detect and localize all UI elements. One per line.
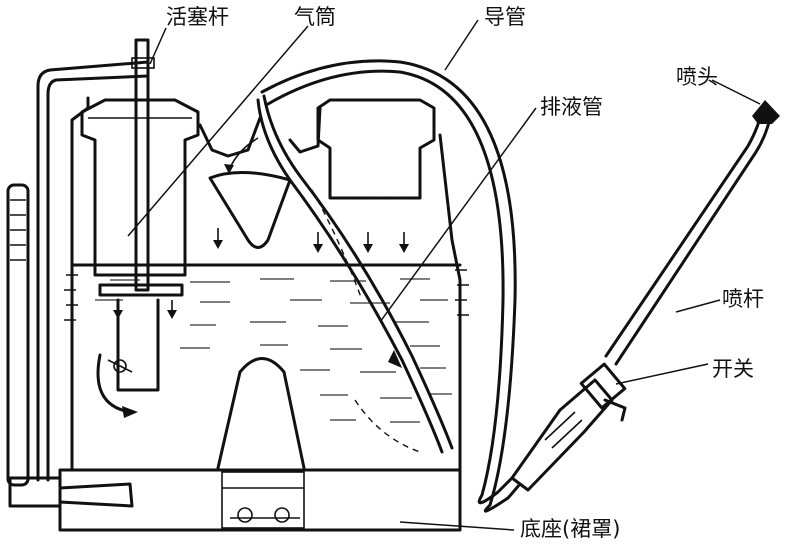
label-switch: 开关 (712, 357, 754, 381)
label-guide-tube: 导管 (484, 5, 526, 29)
label-base: 底座(裙罩) (520, 517, 620, 541)
label-air-cylinder: 气筒 (294, 5, 336, 29)
base-skirt (58, 468, 462, 532)
label-nozzle: 喷头 (676, 65, 718, 89)
leader-lines (127, 19, 761, 531)
nozzle (752, 100, 780, 124)
pressure-arrows (113, 137, 409, 319)
label-spray-rod: 喷杆 (722, 287, 764, 311)
discharge-tube (256, 94, 454, 454)
air-cylinder (80, 98, 200, 418)
label-piston-rod: 活塞杆 (166, 5, 229, 29)
liquid-level (70, 263, 462, 423)
guide-tube (260, 59, 522, 513)
fill-cap (316, 98, 436, 200)
labels: 活塞杆 气筒 导管 排液管 喷头 喷杆 开关 底座(裙罩) (166, 5, 764, 541)
pump-lever (6, 60, 150, 487)
label-discharge-tube: 排液管 (540, 95, 603, 119)
